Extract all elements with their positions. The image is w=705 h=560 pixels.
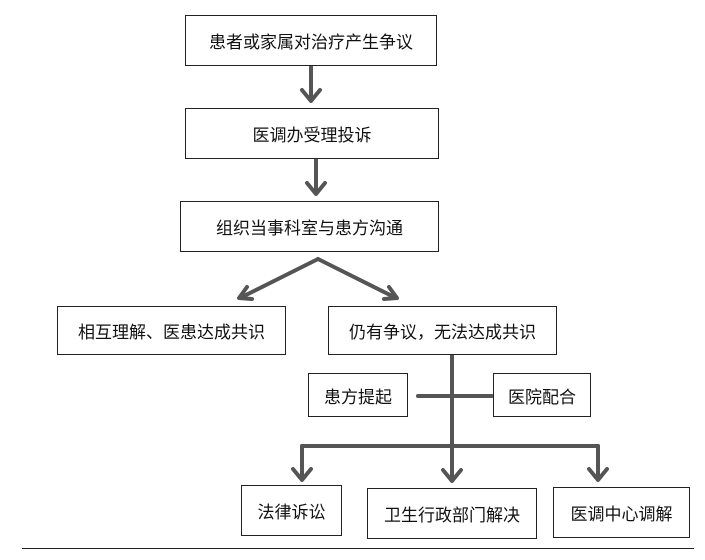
box-litigation: 法律诉讼	[241, 485, 342, 536]
arrow-step3-to-agree	[237, 257, 320, 301]
arrow-step1-to-step2	[300, 65, 322, 103]
box-hospital-cooperates: 医院配合	[493, 373, 591, 417]
bottom-rule	[22, 548, 694, 549]
box-complaint-accepted: 医调办受理投诉	[185, 108, 439, 159]
trunk-from-disagree	[441, 353, 463, 483]
arrow-to-mediation-center	[587, 444, 609, 482]
box-no-consensus: 仍有争议，无法达成共识	[328, 306, 557, 355]
box-department-communication: 组织当事科室与患方沟通	[180, 201, 439, 252]
arrow-step3-to-disagree	[316, 257, 399, 301]
box-patient-initiates: 患方提起	[308, 373, 408, 417]
arrow-step2-to-step3	[305, 158, 327, 196]
arrow-to-litigation	[291, 444, 313, 482]
box-mediation-center: 医调中心调解	[553, 487, 690, 538]
box-consensus-reached: 相互理解、医患达成共识	[57, 306, 286, 355]
box-health-admin: 卫生行政部门解决	[367, 488, 537, 539]
box-dispute-arises: 患者或家属对治疗产生争议	[185, 15, 437, 66]
